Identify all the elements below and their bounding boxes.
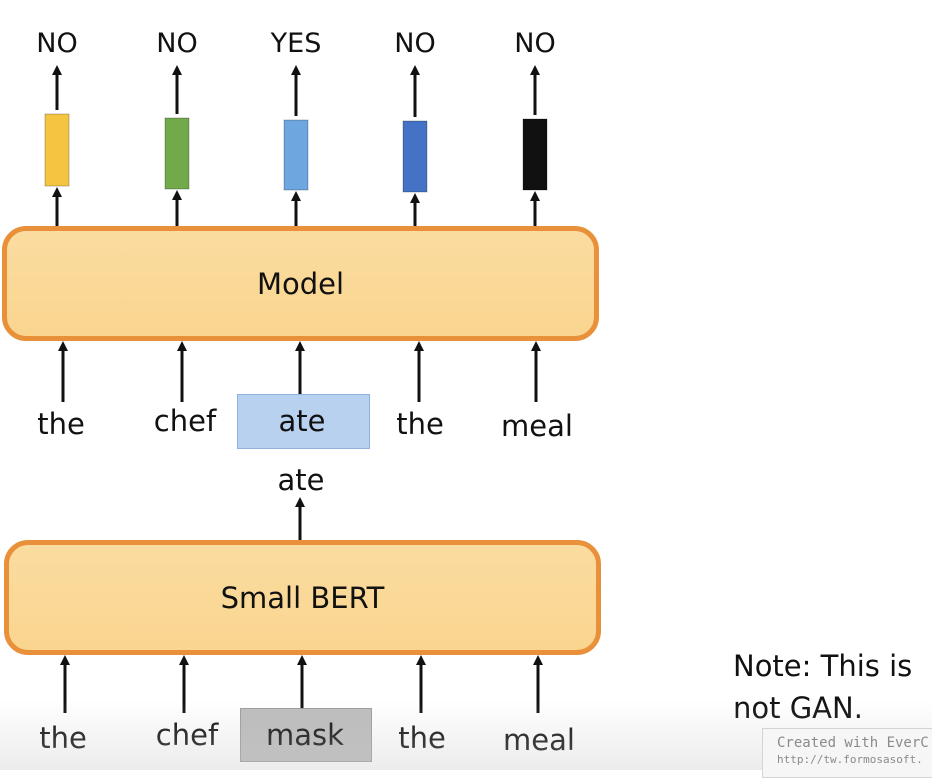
replaced-token-box <box>237 394 370 449</box>
generator-input-token-5: meal <box>503 723 575 757</box>
model-box: Model <box>2 226 599 341</box>
output-vector-4 <box>402 120 428 193</box>
output-label-2: NO <box>156 28 198 59</box>
output-vector-2 <box>164 117 190 190</box>
small-bert-box: Small BERT <box>4 540 601 655</box>
generator-input-token-3: mask <box>266 718 344 752</box>
generator-input-token-1: the <box>39 721 87 755</box>
model-input-token-5: meal <box>501 409 573 443</box>
watermark-line-2: http://tw.formosasoft. <box>777 753 923 766</box>
output-label-5: NO <box>514 28 556 59</box>
watermark-stamp: Created with EverC http://tw.formosasoft… <box>762 728 932 778</box>
model-label: Model <box>256 266 345 301</box>
output-vector-1 <box>44 113 70 187</box>
small-bert-label: Small BERT <box>220 580 385 615</box>
note-text: Note: This is not GAN. <box>733 645 912 729</box>
generator-input-token-2: chef <box>155 718 219 752</box>
generator-output-token: ate <box>277 463 325 497</box>
model-input-token-2: chef <box>153 404 217 438</box>
note-line-2: not GAN. <box>733 691 863 725</box>
output-label-4: NO <box>394 28 436 59</box>
model-input-token-4: the <box>396 407 444 441</box>
note-line-1: Note: This is <box>733 649 913 683</box>
generator-input-token-4: the <box>398 721 446 755</box>
model-input-token-3: ate <box>278 404 326 438</box>
model-input-token-1: the <box>37 407 85 441</box>
output-label-1: NO <box>36 28 78 59</box>
output-vector-5 <box>522 118 548 191</box>
mask-token-box <box>240 708 372 762</box>
output-label-3: YES <box>270 28 322 59</box>
watermark-line-1: Created with EverC <box>777 735 929 751</box>
output-vector-3 <box>283 119 309 191</box>
